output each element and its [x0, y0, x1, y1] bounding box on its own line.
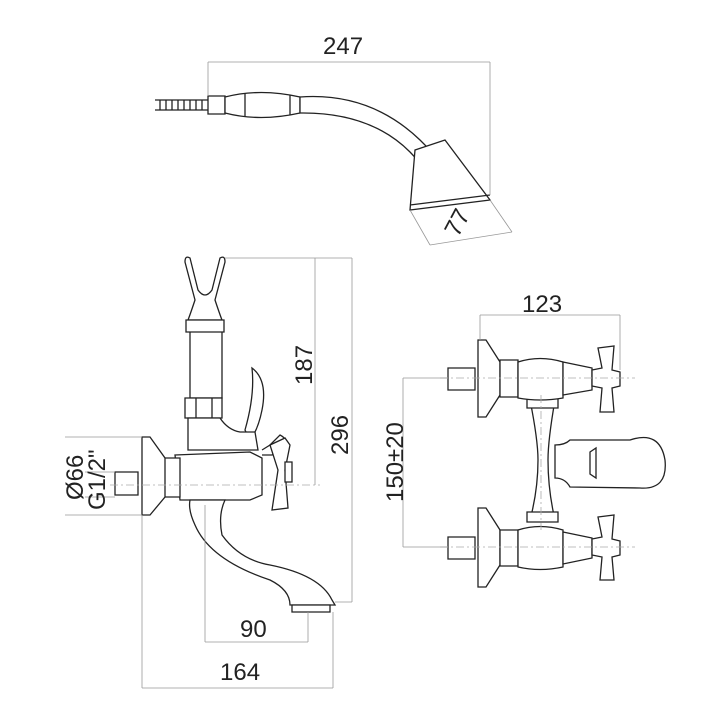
dim-label-77: 77	[439, 205, 475, 241]
dim-label-187: 187	[291, 345, 318, 385]
mixer-front-view	[447, 339, 666, 588]
hand-shower	[155, 91, 492, 211]
hose-connector	[207, 95, 226, 115]
dimension-247: 247	[207, 33, 491, 195]
mixer-body	[174, 451, 263, 501]
spout-aerator	[291, 604, 331, 613]
holder-stem	[189, 329, 223, 399]
front-view-dimensions: 123 150±20	[382, 291, 635, 548]
diverter-lever	[244, 366, 265, 442]
dim-label-296: 296	[327, 415, 354, 455]
shower-holder	[184, 256, 226, 321]
dim-label-164: 164	[220, 659, 260, 686]
dim-label-247: 247	[323, 33, 363, 60]
dim-label-150: 150±20	[382, 422, 409, 502]
mixer-side-view	[114, 256, 337, 613]
wall-flange-bottom	[477, 507, 501, 588]
holder-nut	[184, 397, 223, 419]
bath-spout	[188, 499, 337, 606]
inlet-connector	[114, 471, 139, 496]
dim-label-123: 123	[522, 291, 562, 318]
dim-label-90: 90	[240, 616, 267, 643]
dim-label-thread: G1/2"	[84, 449, 111, 510]
side-view-dimensions: 187 296 Ø66 G1/2" 90 164	[62, 257, 354, 689]
cross-handle-top	[591, 345, 621, 413]
valve-top	[447, 339, 621, 418]
dim-label-diameter-66: Ø66	[62, 455, 89, 500]
mixer-column	[529, 399, 556, 521]
valve-bottom	[447, 507, 621, 588]
cross-handle	[269, 437, 291, 511]
shower-hose	[155, 99, 210, 111]
inlet-top	[447, 367, 476, 391]
diverter-handle	[554, 436, 666, 489]
wall-flange-top	[477, 339, 501, 418]
inlet-bottom	[447, 536, 476, 560]
shower-handle	[224, 91, 301, 119]
cross-handle-bottom	[591, 514, 621, 581]
wall-flange	[141, 436, 166, 516]
